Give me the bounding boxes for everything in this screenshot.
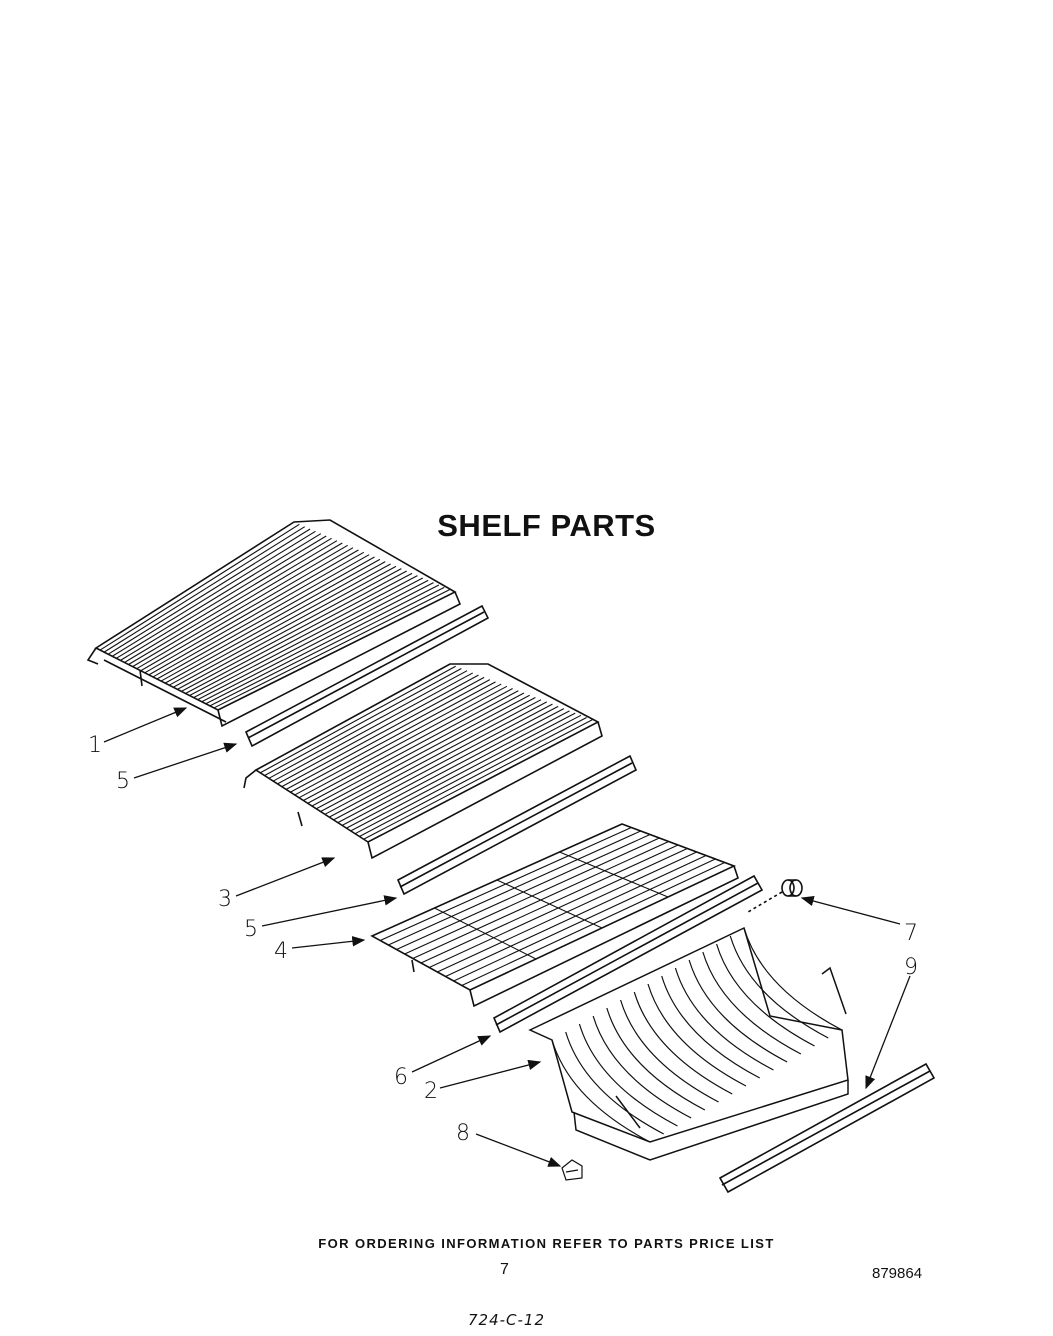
trim-strip-6-drawing — [492, 874, 764, 1034]
callout-6: 6 — [394, 1065, 408, 1090]
callout-8: 8 — [456, 1121, 470, 1146]
callout-2: 2 — [424, 1079, 438, 1104]
page-number: 7 — [500, 1261, 509, 1278]
trim-strip-5-lower-drawing — [396, 754, 638, 896]
trim-strip-9-drawing — [718, 1062, 936, 1194]
spacer-7-drawing — [747, 879, 803, 913]
diagram-number: 879864 — [872, 1265, 923, 1282]
callout-1: 1 — [88, 733, 102, 758]
trim-strip-5-upper-drawing — [244, 604, 490, 748]
callout-4: 4 — [274, 939, 288, 964]
wire-basket-2-drawing — [528, 926, 849, 1161]
callout-7: 7 — [904, 921, 918, 946]
handwritten-code: 724-C-12 — [468, 1311, 546, 1329]
wire-shelf-3-drawing — [243, 663, 603, 860]
foot-8-drawing — [561, 1159, 583, 1181]
callout-9: 9 — [904, 955, 918, 980]
callout-5-lower: 5 — [244, 917, 258, 942]
wire-shelf-4-drawing — [370, 823, 739, 1008]
callout-5-upper: 5 — [116, 769, 130, 794]
leader-lines — [103, 707, 911, 1167]
callout-3: 3 — [218, 887, 232, 912]
diagram-title: SHELF PARTS — [437, 508, 656, 543]
wire-shelf-1-drawing — [86, 519, 462, 728]
ordering-info-note: FOR ORDERING INFORMATION REFER TO PARTS … — [318, 1236, 775, 1251]
